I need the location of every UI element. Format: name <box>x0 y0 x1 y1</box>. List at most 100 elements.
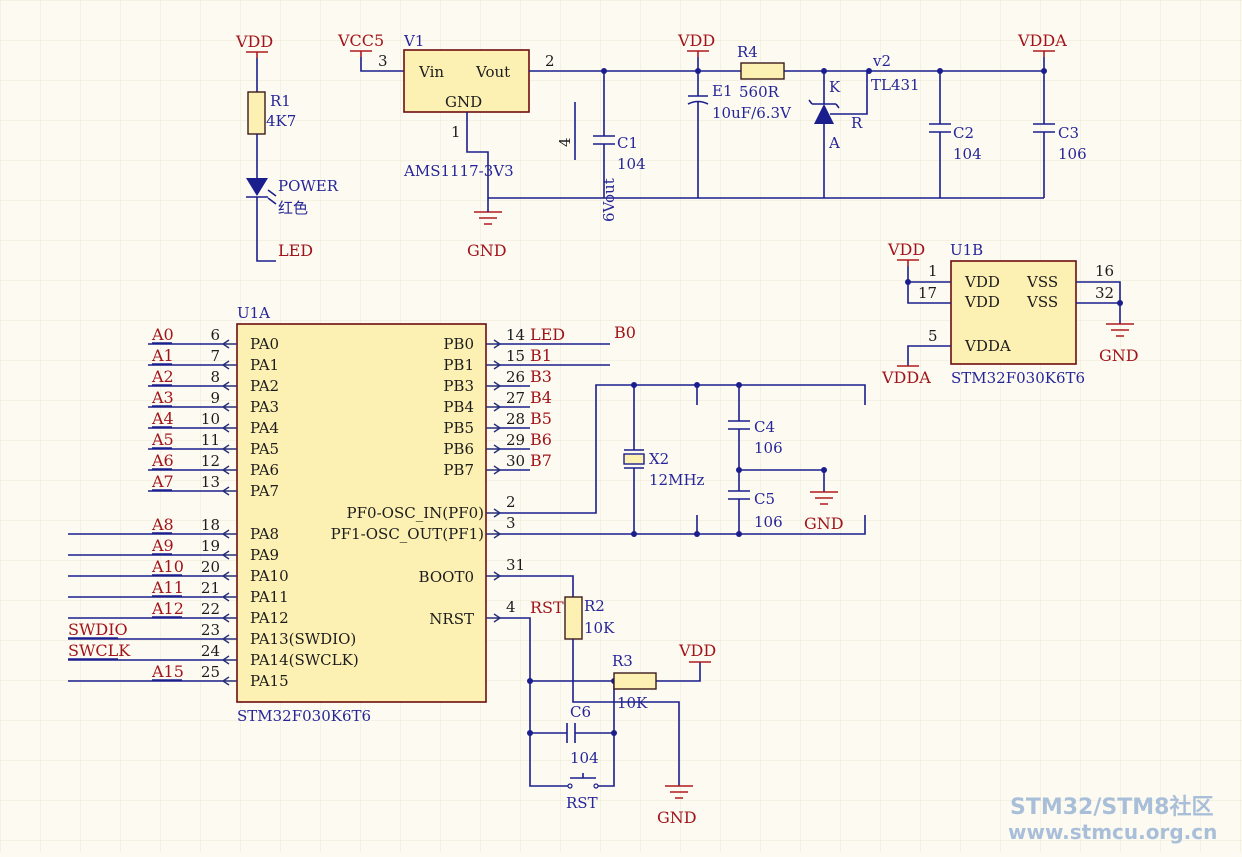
c3-capacitor: VDDA C3 106 <box>1017 31 1087 198</box>
pin-name-right: PB3 <box>443 377 474 395</box>
regulator-section: VCC5 3 V1 Vin Vout GND 2 1 AMS1117-3V3 G… <box>337 31 1044 260</box>
svg-text:10uF/6.3V: 10uF/6.3V <box>712 104 792 122</box>
svg-text:VSS: VSS <box>1026 293 1058 311</box>
gnd-label-u1b: GND <box>1099 346 1139 365</box>
vdd-label-reset: VDD <box>678 641 716 660</box>
svg-text:X2: X2 <box>649 450 669 468</box>
svg-text:2: 2 <box>545 52 555 70</box>
pin-number-left: 13 <box>201 473 220 491</box>
net-label-left: A11 <box>151 578 184 597</box>
pin-number-left: 19 <box>201 537 220 555</box>
pin-number-right: 26 <box>506 368 525 386</box>
pin-name-left: PA7 <box>250 482 279 500</box>
watermark-line2: www.stmcu.org.cn <box>1008 820 1217 844</box>
e1-capacitor: VDD E1 10uF/6.3V <box>677 31 792 198</box>
pin-number-left: 23 <box>201 621 220 639</box>
svg-text:TL431: TL431 <box>871 76 920 94</box>
pin-nrst: NRST <box>429 610 474 628</box>
tl431-diode-icon <box>814 104 834 124</box>
vcc5-label: VCC5 <box>337 31 384 50</box>
x2-crystal <box>623 453 645 465</box>
pin-name-right: PB7 <box>443 461 474 479</box>
pin-number-left: 18 <box>201 516 220 534</box>
pin-number-left: 21 <box>201 579 220 597</box>
led-net-label: LED <box>278 241 313 260</box>
led-emission-icon <box>267 189 277 205</box>
svg-text:R: R <box>851 114 863 132</box>
net-label-right: B5 <box>530 409 552 428</box>
c4-c5-capacitors <box>728 385 750 534</box>
gnd-symbol-u1b <box>1106 323 1134 337</box>
gnd-label-crystal: GND <box>804 514 844 533</box>
pin-name-right: PB4 <box>443 398 474 416</box>
svg-text:4: 4 <box>506 598 516 616</box>
pin-name-left: PA12 <box>250 609 289 627</box>
regulator-ref: V1 <box>403 32 424 50</box>
svg-text:C5: C5 <box>754 490 775 508</box>
watermark-line1: STM32/STM8社区 <box>1010 794 1213 820</box>
pin-number-left: 9 <box>210 389 220 407</box>
svg-text:4: 4 <box>556 137 574 147</box>
led-color: 红色 <box>278 199 308 217</box>
pin-number-right: 30 <box>506 452 525 470</box>
vdd-label-u1b: VDD <box>887 240 925 259</box>
pin-name-left: PA9 <box>250 546 279 564</box>
svg-text:10K: 10K <box>617 694 648 712</box>
svg-text:C3: C3 <box>1058 124 1079 142</box>
vdda-label-top: VDDA <box>1017 31 1067 50</box>
pin-number-right: 28 <box>506 410 525 428</box>
gnd-symbol-reset <box>665 785 693 799</box>
pin-number-left: 11 <box>201 431 220 449</box>
svg-text:12MHz: 12MHz <box>649 471 705 489</box>
svg-text:104: 104 <box>953 145 982 163</box>
pin-number-right: 14 <box>506 326 525 344</box>
svg-text:3: 3 <box>378 52 388 70</box>
svg-text:106: 106 <box>754 439 783 457</box>
svg-text:A: A <box>828 134 840 152</box>
pin-name-left: PA6 <box>250 461 279 479</box>
svg-text:RST: RST <box>566 794 598 812</box>
pin-number-left: 10 <box>201 410 220 428</box>
svg-text:v2: v2 <box>872 52 891 70</box>
net-label-left: A7 <box>151 472 174 491</box>
svg-text:3: 3 <box>506 514 516 532</box>
pin-name-right: PB6 <box>443 440 474 458</box>
rst-net-label: RST <box>530 598 564 617</box>
svg-text:C1: C1 <box>617 134 638 152</box>
regulator-part: AMS1117-3V3 <box>403 162 514 180</box>
net-label-left: A10 <box>151 557 184 576</box>
net-label-left: A4 <box>151 409 174 428</box>
pin-name-left: PA5 <box>250 440 279 458</box>
svg-text:VSS: VSS <box>1026 273 1058 291</box>
net-label-right: LED <box>530 325 565 344</box>
net-label-left: A0 <box>151 325 174 344</box>
svg-text:VDD: VDD <box>964 293 1000 311</box>
svg-text:2: 2 <box>506 493 516 511</box>
net-label-left: A8 <box>151 515 174 534</box>
u1b-ref: U1B <box>950 241 983 259</box>
vdd-symbol-u1b <box>897 259 919 266</box>
pin-name-left: PA13(SWDIO) <box>250 630 356 648</box>
r1-resistor <box>247 91 266 135</box>
u1b-part: STM32F030K6T6 <box>951 369 1085 387</box>
pin-number-left: 7 <box>210 347 220 365</box>
c2-capacitor: C2 104 <box>929 68 982 198</box>
power-led-branch: VDD R1 4K7 POWER 红色 LED <box>235 32 339 262</box>
u1a-part: STM32F030K6T6 <box>237 707 371 725</box>
led-label: POWER <box>278 177 339 195</box>
pin-number-left: 8 <box>210 368 220 386</box>
pin-name-left: PA10 <box>250 567 289 585</box>
svg-text:1: 1 <box>451 123 461 141</box>
svg-text:32: 32 <box>1095 284 1114 302</box>
pin-number-right: 29 <box>506 431 525 449</box>
pin-name-left: PA14(SWCLK) <box>250 651 359 669</box>
net-label-right: B1 <box>530 346 552 365</box>
reset-switch-icon <box>563 773 603 787</box>
svg-text:Vin: Vin <box>418 63 444 81</box>
svg-text:R3: R3 <box>612 652 633 670</box>
